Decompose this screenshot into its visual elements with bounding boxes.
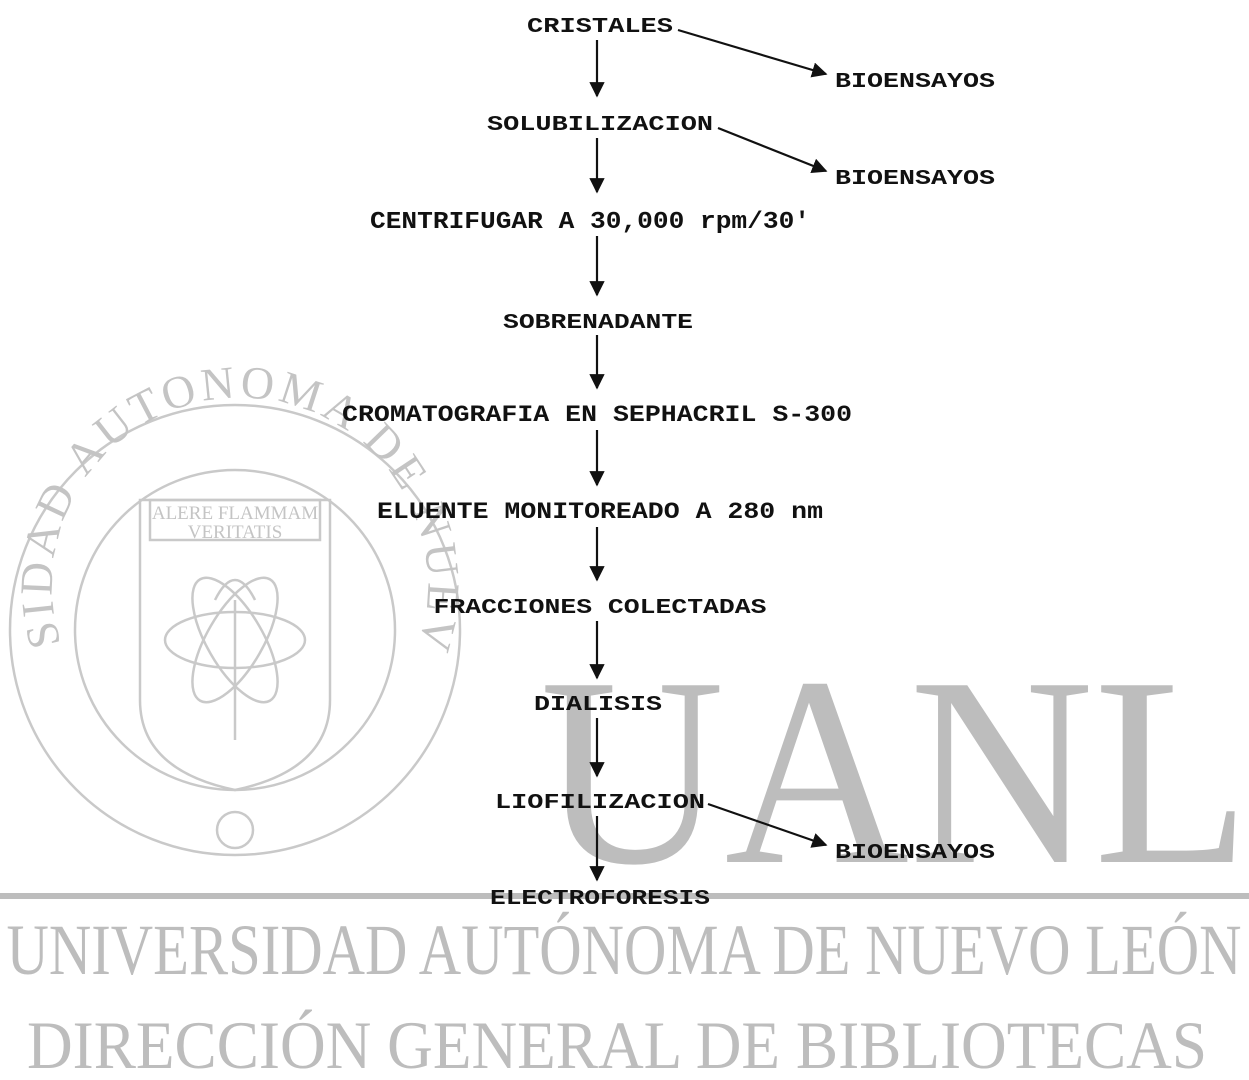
step-sobrenadante: SOBRENADANTE	[503, 312, 693, 335]
branch-bioensayos-1: BIOENSAYOS	[835, 71, 995, 94]
step-cristales: CRISTALES	[527, 16, 673, 39]
branch-bioensayos-3: BIOENSAYOS	[835, 842, 995, 865]
arrow-solubilizacion-to-bioensayos	[717, 126, 828, 174]
step-solubilizacion: SOLUBILIZACION	[487, 114, 713, 137]
arrow-liofilizacion-to-bioensayos	[707, 802, 828, 848]
branch-bioensayos-2: BIOENSAYOS	[835, 168, 995, 191]
arrow-cristales-to-bioensayos	[677, 28, 828, 78]
step-electroforesis: ELECTROFORESIS	[490, 888, 710, 911]
step-fracciones: FRACCIONES COLECTADAS	[434, 597, 767, 620]
step-cromatografia: CROMATOGRAFIA EN SEPHACRIL S-300	[342, 402, 852, 428]
university-seal	[8, 403, 462, 857]
seal-banner-text-2: VERITATIS	[188, 522, 283, 543]
seal-banner-text: ALERE FLAMMAM	[152, 503, 318, 524]
watermark-library-name: DIRECCIÓN GENERAL DE BIBLIOTECAS	[27, 1007, 1207, 1080]
step-liofilizacion: LIOFILIZACION	[495, 792, 705, 815]
uanl-logo-text: UANL	[540, 622, 1249, 921]
step-dialisis: DIALISIS	[534, 694, 662, 717]
watermark-university-name: UNIVERSIDAD AUTÓNOMA DE NUEVO LEÓN	[7, 910, 1242, 990]
step-eluente: ELUENTE MONITOREADO A 280 nm	[377, 499, 823, 525]
step-centrifugar: CENTRIFUGAR A 30,000 rpm/30'	[370, 209, 810, 236]
